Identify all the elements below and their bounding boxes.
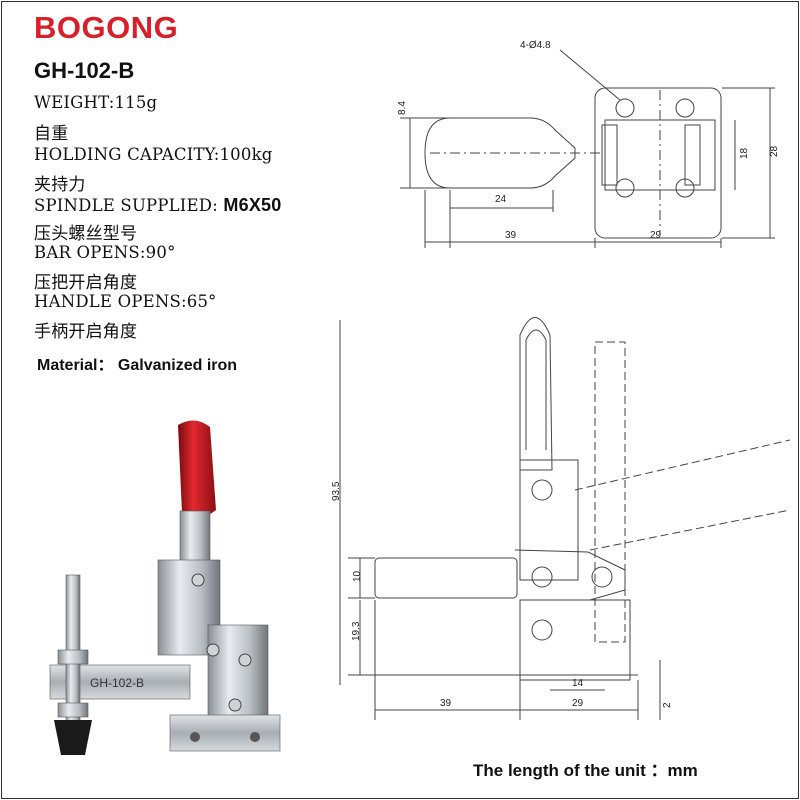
dim-29-side: 29 [572, 698, 584, 709]
dim-39-side: 39 [440, 698, 452, 709]
top-view-drawing: 4-Ø4.8 8.4 18 28 24 39 29 [397, 40, 780, 248]
brand-logo: BOGONG [34, 10, 179, 45]
handle-grip [178, 420, 216, 518]
dim-39: 39 [505, 230, 517, 241]
spec-spindle-value: M6X50 [223, 195, 282, 215]
spec-handle-opens-cn: 手柄开启角度 [34, 322, 138, 342]
side-view-drawing: 93.5 10 19.3 14 39 29 2 [331, 317, 790, 720]
spec-weight-cn: 自重 [34, 124, 69, 144]
mounting-hole [250, 732, 260, 742]
dim-93-5: 93.5 [331, 481, 342, 501]
dim-14: 14 [572, 678, 584, 689]
spec-holding-capacity-cn: 夹持力 [34, 175, 86, 195]
base-plate [169, 714, 281, 752]
spec-spindle: SPINDLE SUPPLIED: M6X50 [34, 195, 281, 216]
dim-2: 2 [662, 702, 673, 708]
material-note: Material： Galvanized iron [37, 357, 238, 374]
model-number: GH-102-B [34, 58, 135, 83]
spindle-nut [57, 702, 89, 718]
unit-note: The length of the unit ：mm [473, 761, 698, 780]
rivet [228, 698, 242, 712]
spindle-nut [57, 649, 89, 665]
spec-bar-opens: BAR OPENS:90° [34, 243, 176, 262]
mounting-hole [190, 732, 200, 742]
rivet [206, 643, 220, 657]
spec-spindle-label: SPINDLE SUPPLIED: [34, 196, 218, 215]
spec-handle-opens: HANDLE OPENS:65° [34, 292, 217, 311]
spec-spindle-cn: 压头螺丝型号 [34, 224, 138, 244]
dim-19-3: 19.3 [351, 621, 362, 641]
dim-28: 28 [769, 145, 780, 157]
dim-24: 24 [495, 194, 507, 205]
dim-29: 29 [650, 230, 662, 241]
rivet [191, 573, 205, 587]
clamp-bar-marking: GH-102-B [90, 676, 144, 690]
dim-holes: 4-Ø4.8 [520, 40, 551, 51]
spec-bar-opens-cn: 压把开启角度 [34, 273, 138, 293]
rubber-tip [54, 720, 92, 755]
dim-8-4: 8.4 [397, 101, 408, 115]
spec-holding-capacity: HOLDING CAPACITY:100kg [34, 145, 273, 164]
dim-10: 10 [352, 570, 363, 582]
rivet [238, 653, 252, 667]
dim-18: 18 [739, 147, 750, 159]
spec-weight: WEIGHT:115g [34, 93, 158, 112]
product-photo: GH-102-B [49, 420, 281, 755]
